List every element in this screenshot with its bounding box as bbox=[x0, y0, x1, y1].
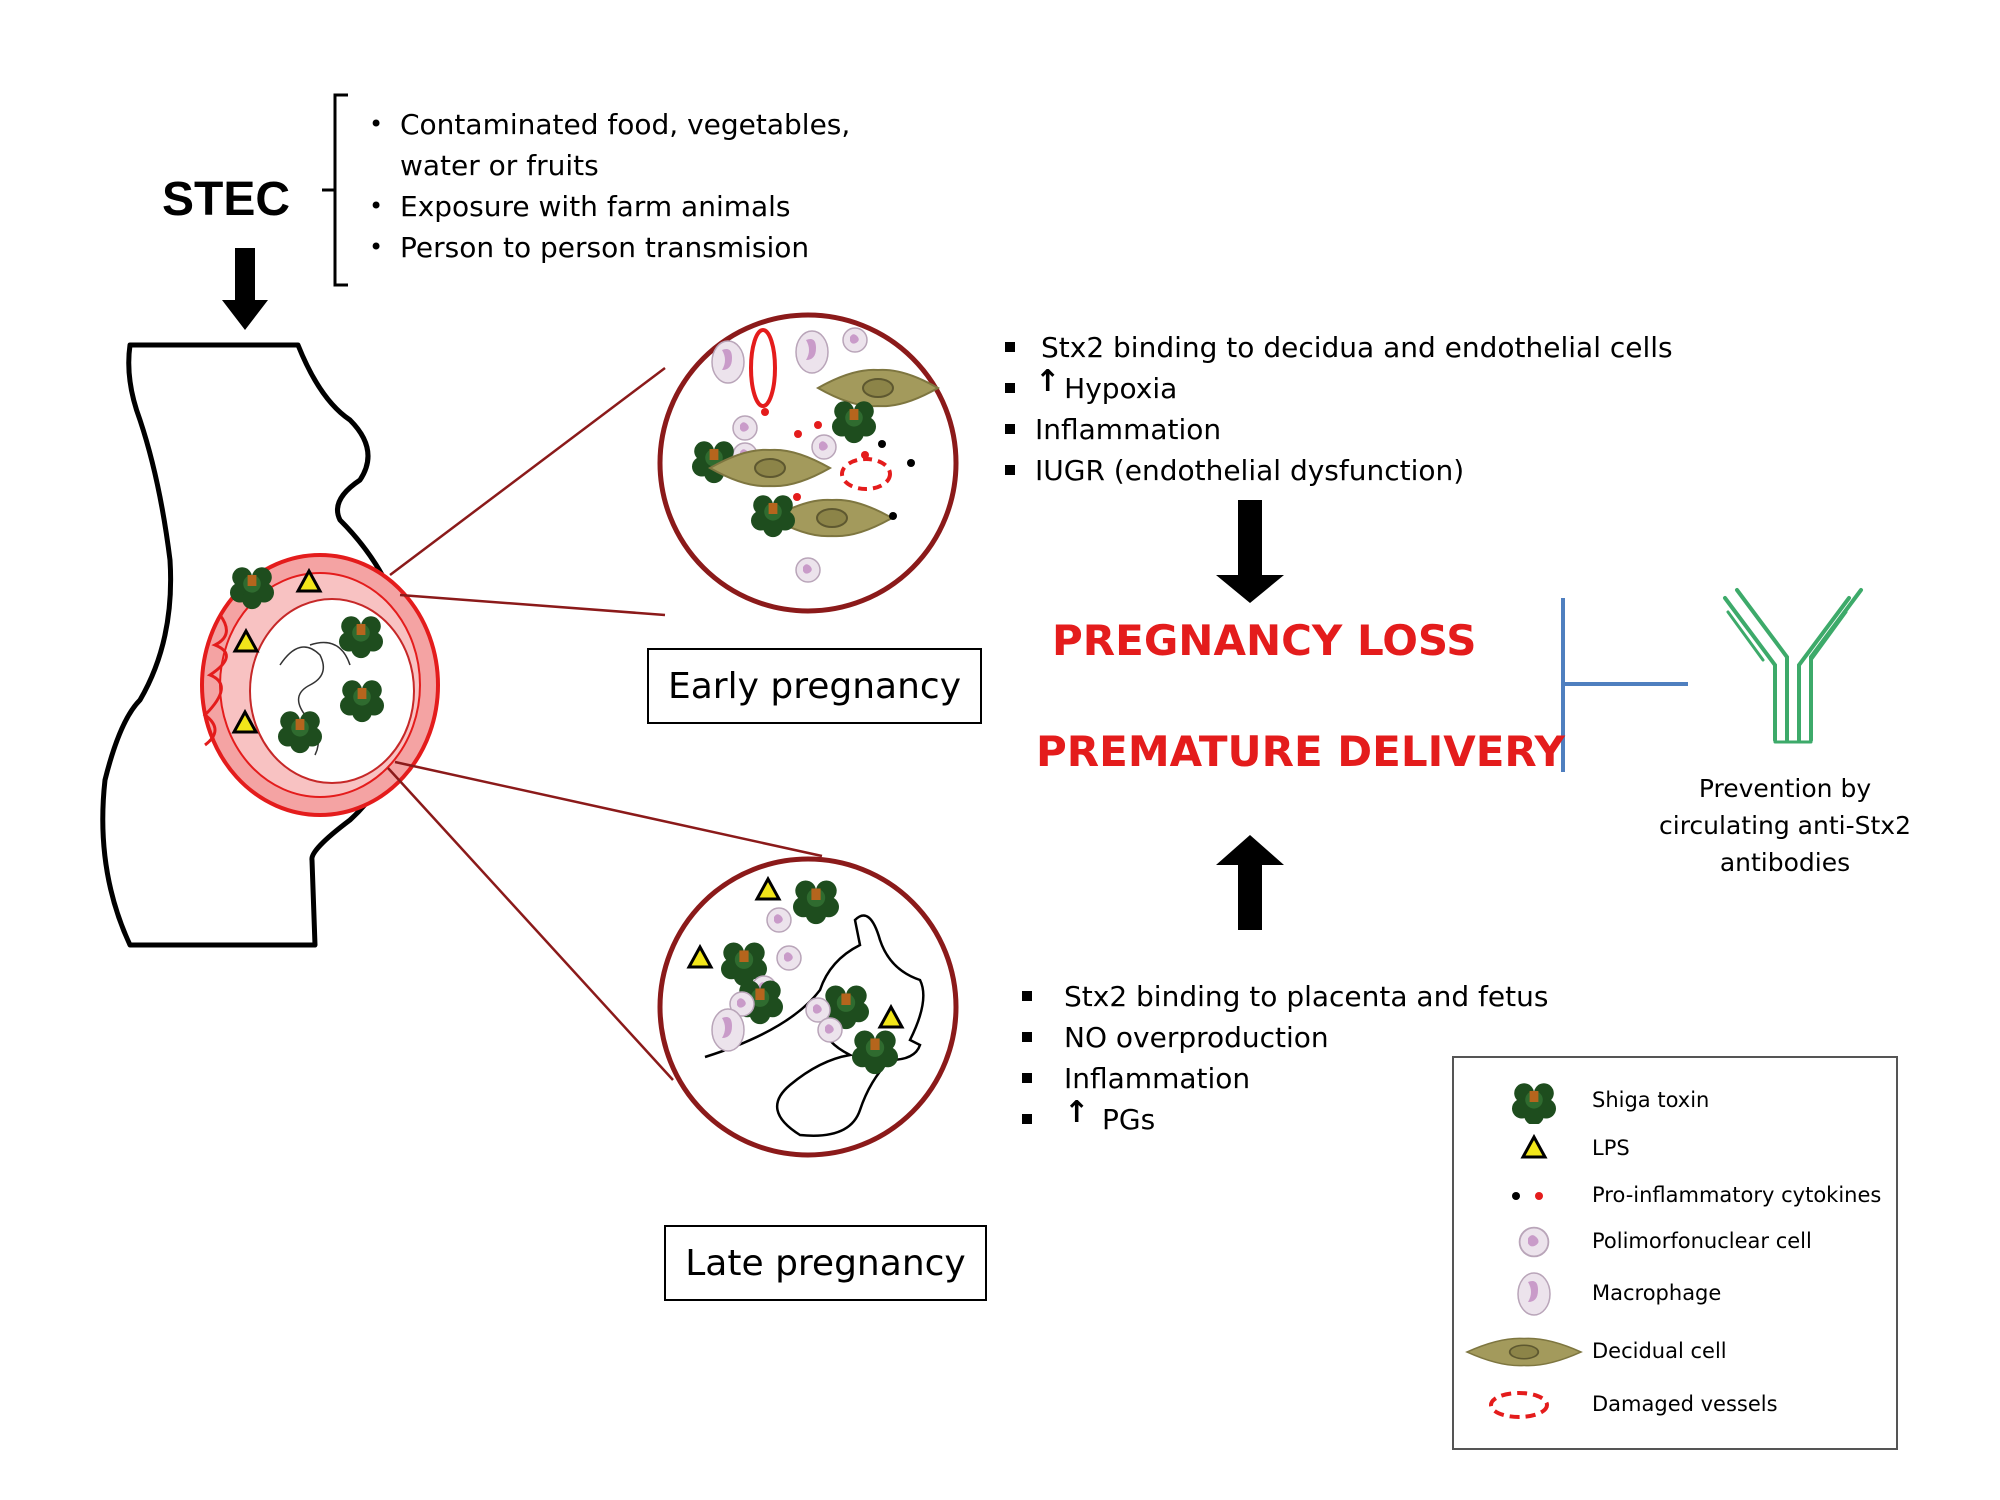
effect-item: NO overproduction bbox=[1022, 1017, 1548, 1058]
up-arrow-icon: ↑ bbox=[1064, 1095, 1090, 1130]
legend-item: Decidual cell bbox=[1454, 1329, 1896, 1375]
premature-delivery-label: PREMATURE DELIVERY bbox=[1036, 727, 1565, 776]
source-item: Contaminated food, vegetables,water or f… bbox=[365, 104, 850, 186]
damaged-vessel-icon bbox=[1489, 1391, 1549, 1419]
decidual-cell-icon bbox=[1466, 1337, 1582, 1367]
shiga-toxin-icon bbox=[1512, 1083, 1556, 1124]
source-item: Person to person transmision bbox=[365, 227, 850, 268]
legend-item: Shiga toxin bbox=[1454, 1078, 1896, 1124]
legend: Shiga toxin LPS Pro-inflammatory cytokin… bbox=[1452, 1056, 1898, 1450]
pmn-cell-icon bbox=[1518, 1226, 1550, 1258]
legend-item: Pro-inflammatory cytokines bbox=[1454, 1173, 1896, 1219]
stec-bracket bbox=[322, 93, 348, 287]
pregnant-body-outline bbox=[100, 342, 413, 948]
infection-sources-list: Contaminated food, vegetables,water or f… bbox=[365, 104, 850, 268]
legend-item: Polimorfonuclear cell bbox=[1454, 1219, 1896, 1265]
effect-item: Stx2 binding to decidua and endothelial … bbox=[1005, 327, 1673, 368]
effect-item: Stx2 binding to placenta and fetus bbox=[1022, 976, 1548, 1017]
macrophage-icon bbox=[1517, 1272, 1551, 1316]
late-effects-list: Stx2 binding to placenta and fetus NO ov… bbox=[1022, 976, 1548, 1140]
stec-label: STEC bbox=[162, 173, 291, 226]
down-arrow-to-outcomes bbox=[1216, 500, 1284, 603]
cytokines-icon bbox=[1512, 1192, 1543, 1200]
legend-item: Macrophage bbox=[1454, 1271, 1896, 1317]
lps-triangle-icon bbox=[1521, 1135, 1547, 1159]
early-pregnancy-label: Early pregnancy bbox=[647, 648, 982, 724]
legend-item: Damaged vessels bbox=[1454, 1382, 1896, 1428]
early-pregnancy-zoom bbox=[657, 312, 959, 614]
effect-item: ↑Hypoxia bbox=[1005, 364, 1673, 409]
pregnancy-loss-label: PREGNANCY LOSS bbox=[1052, 616, 1477, 665]
stec-down-arrow bbox=[222, 248, 268, 330]
up-arrow-icon: ↑ bbox=[1035, 364, 1061, 399]
effect-item: Inflammation bbox=[1005, 409, 1673, 450]
late-pregnancy-label: Late pregnancy bbox=[664, 1225, 987, 1301]
prevention-text: Prevention by circulating anti-Stx2 anti… bbox=[1659, 774, 1911, 877]
legend-item: LPS bbox=[1454, 1126, 1896, 1172]
effect-item: ↑ PGs bbox=[1022, 1095, 1548, 1140]
late-pregnancy-zoom bbox=[657, 856, 959, 1158]
antibody-icon bbox=[1723, 588, 1863, 744]
effect-item: Inflammation bbox=[1022, 1058, 1548, 1099]
up-arrow-to-outcomes bbox=[1216, 835, 1284, 930]
early-effects-list: Stx2 binding to decidua and endothelial … bbox=[1005, 327, 1673, 491]
source-item: Exposure with farm animals bbox=[365, 186, 850, 227]
effect-item: IUGR (endothelial dysfunction) bbox=[1005, 450, 1673, 491]
